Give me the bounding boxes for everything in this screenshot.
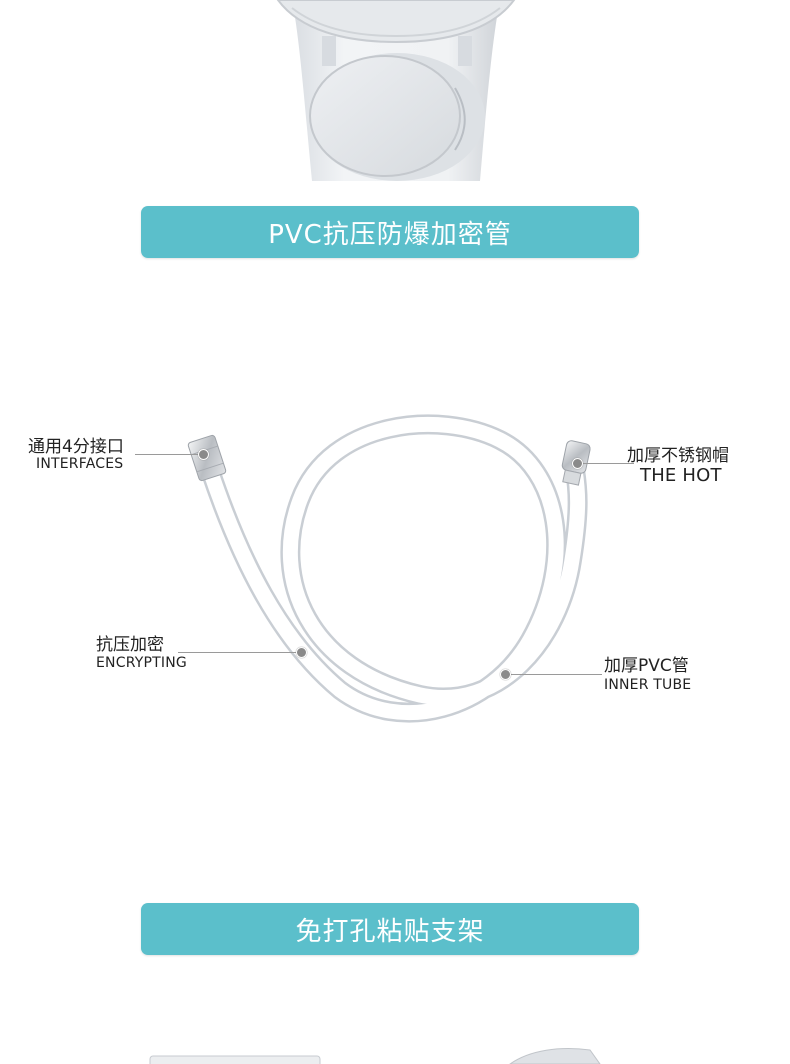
interfaces-label-en: INTERFACES (36, 456, 124, 472)
steel-cap-label-cn: 加厚不锈钢帽 (627, 446, 729, 466)
interfaces-marker (198, 449, 209, 460)
interfaces-label-cn: 通用4分接口 (28, 437, 124, 457)
hose-image (187, 414, 591, 723)
bracket-section-banner: 免打孔粘贴支架 (141, 903, 639, 955)
inner-tube-leader (510, 674, 602, 675)
encrypting-marker (296, 647, 307, 658)
steel-cap-label-en: THE HOT (640, 465, 722, 486)
encrypting-label-en: ENCRYPTING (96, 655, 187, 671)
inner-tube-label-en: INNER TUBE (604, 677, 692, 693)
encrypting-label-cn: 抗压加密 (96, 635, 164, 655)
inner-tube-label-cn: 加厚PVC管 (604, 656, 689, 676)
shower-holder-image (276, 0, 516, 181)
steel-cap-leader (582, 463, 634, 464)
inner-tube-marker (500, 669, 511, 680)
interfaces-leader (135, 454, 201, 455)
steel-cap-marker (572, 458, 583, 469)
encrypting-leader (178, 652, 296, 653)
bracket-image-partial (149, 1048, 601, 1064)
hose-section-banner: PVC抗压防爆加密管 (141, 206, 639, 258)
